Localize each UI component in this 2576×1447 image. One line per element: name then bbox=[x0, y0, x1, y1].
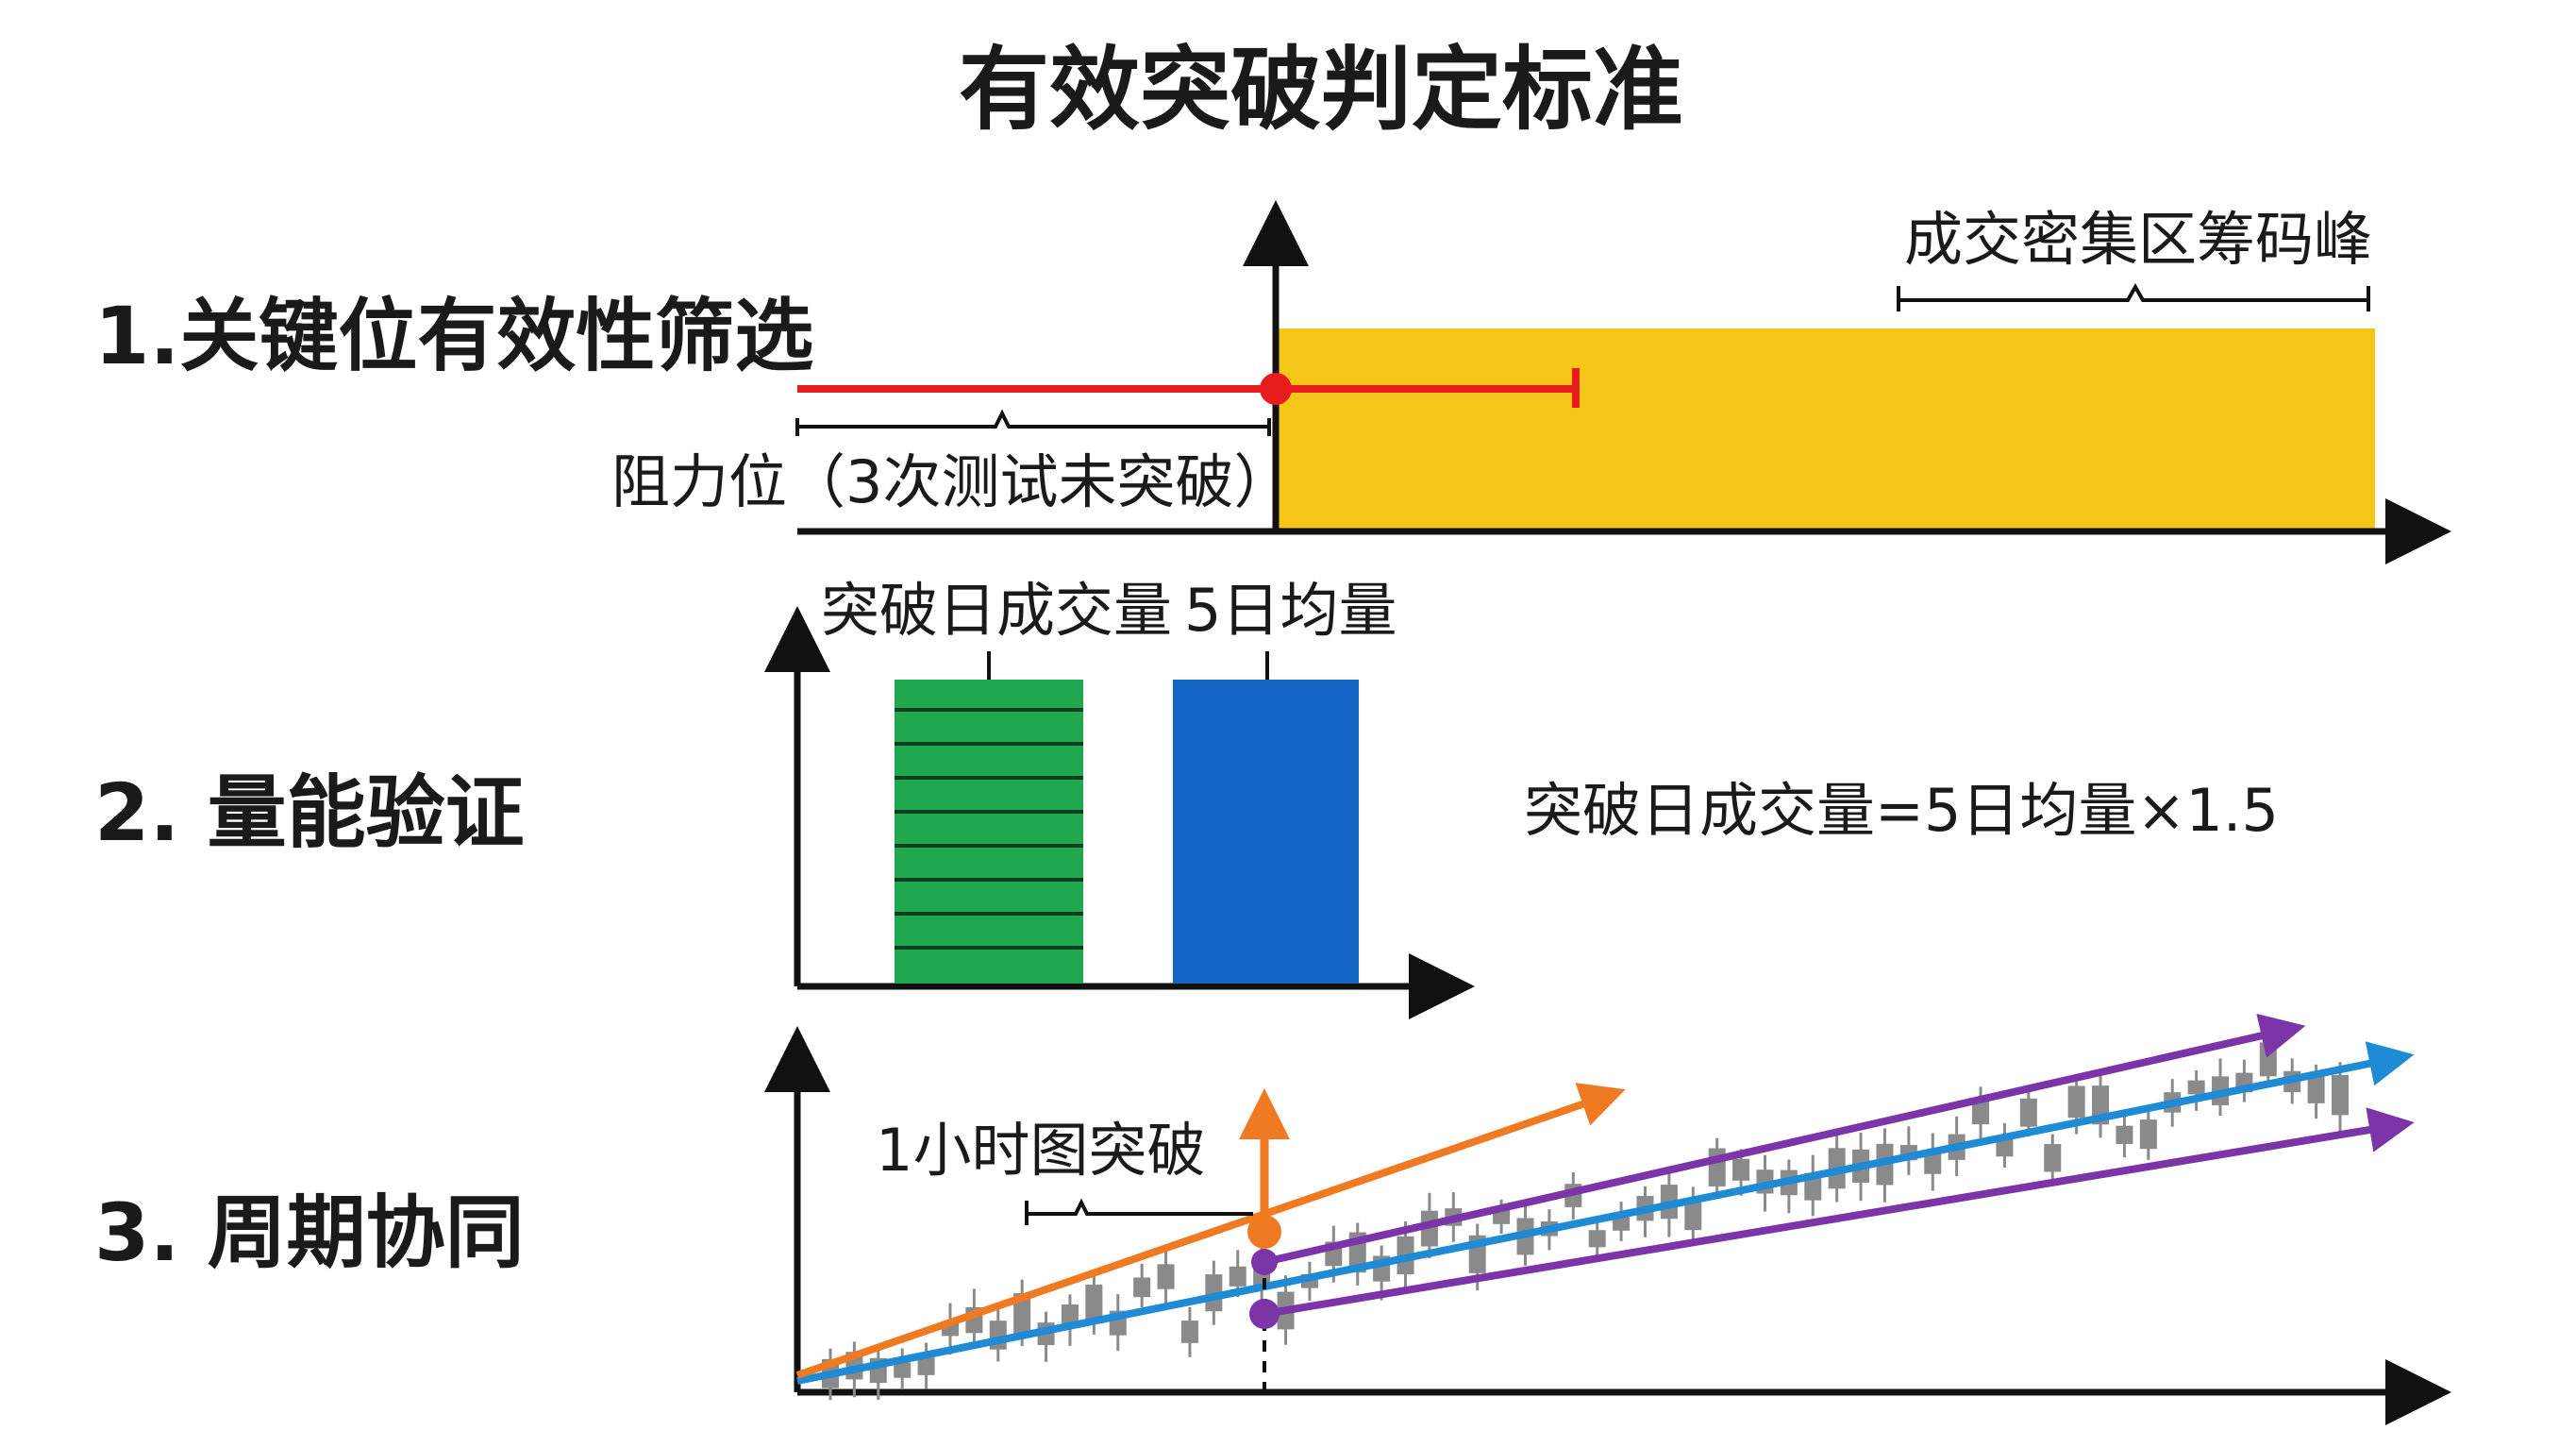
resistance-bracket bbox=[795, 409, 1271, 436]
chip-peak-label: 成交密集区筹码峰 bbox=[1904, 205, 2372, 274]
candle-body bbox=[917, 1357, 935, 1375]
chip-peak-bracket bbox=[1897, 282, 2370, 311]
candle-body bbox=[2019, 1098, 2037, 1127]
candle-body bbox=[894, 1362, 912, 1378]
breakout-point-purple-lower bbox=[1249, 1299, 1280, 1329]
section-1-label: 1.关键位有效性筛选 bbox=[94, 290, 813, 382]
candle-body bbox=[1420, 1210, 1438, 1247]
resistance-label: 阻力位（3次测试未突破） bbox=[611, 447, 1292, 516]
breakout-point-orange bbox=[1247, 1215, 1281, 1249]
candle-body bbox=[1493, 1209, 1511, 1224]
candle-body bbox=[1684, 1199, 1702, 1231]
candle-body bbox=[2307, 1076, 2325, 1103]
candle-body bbox=[1708, 1148, 1726, 1186]
avg-volume-bar bbox=[1173, 680, 1359, 984]
chip-peak-zone bbox=[1276, 328, 2375, 529]
breakout-volume-label: 突破日成交量 bbox=[821, 576, 1172, 645]
candle-body bbox=[1588, 1230, 1606, 1248]
resistance-breakout-point bbox=[1260, 373, 1292, 405]
candle-body bbox=[1205, 1274, 1223, 1312]
candle-body bbox=[2332, 1074, 2349, 1116]
candle-body bbox=[1229, 1266, 1246, 1287]
section-2-label: 2. 量能验证 bbox=[94, 766, 525, 859]
section-3-label: 3. 周期协同 bbox=[94, 1186, 525, 1279]
candle-body bbox=[1133, 1277, 1151, 1298]
avg-volume-label: 5日均量 bbox=[1184, 576, 1397, 645]
candle-body bbox=[1972, 1101, 1990, 1125]
candle-body bbox=[2187, 1080, 2205, 1095]
candle-body bbox=[2139, 1119, 2157, 1150]
candle-body bbox=[1180, 1321, 1198, 1343]
trend-line-purple-upper bbox=[1263, 1013, 2306, 1266]
trend-line-purple-lower bbox=[1263, 1107, 2415, 1318]
breakout-point-purple-upper bbox=[1251, 1249, 1278, 1275]
trend-line-orange bbox=[795, 1083, 1626, 1379]
breakout-volume-bar bbox=[895, 680, 1083, 984]
candle-body bbox=[2067, 1085, 2085, 1119]
volume-formula: 突破日成交量=5日均量×1.5 bbox=[1524, 776, 2279, 845]
candle-body bbox=[1732, 1158, 1750, 1181]
candle-body bbox=[2044, 1144, 2062, 1172]
candle-body bbox=[1013, 1293, 1031, 1335]
breakout-1h-label: 1小时图突破 bbox=[876, 1116, 1205, 1185]
trend-line-blue bbox=[796, 1041, 2415, 1385]
candle-body bbox=[2259, 1042, 2277, 1077]
page-title: 有效突破判定标准 bbox=[959, 37, 1683, 143]
candle-body bbox=[1157, 1264, 1175, 1289]
breakout-1h-bracket bbox=[1025, 1198, 1253, 1225]
candle-body bbox=[1085, 1285, 1103, 1323]
candle-body bbox=[1996, 1138, 2014, 1157]
candle-body bbox=[2116, 1125, 2133, 1145]
